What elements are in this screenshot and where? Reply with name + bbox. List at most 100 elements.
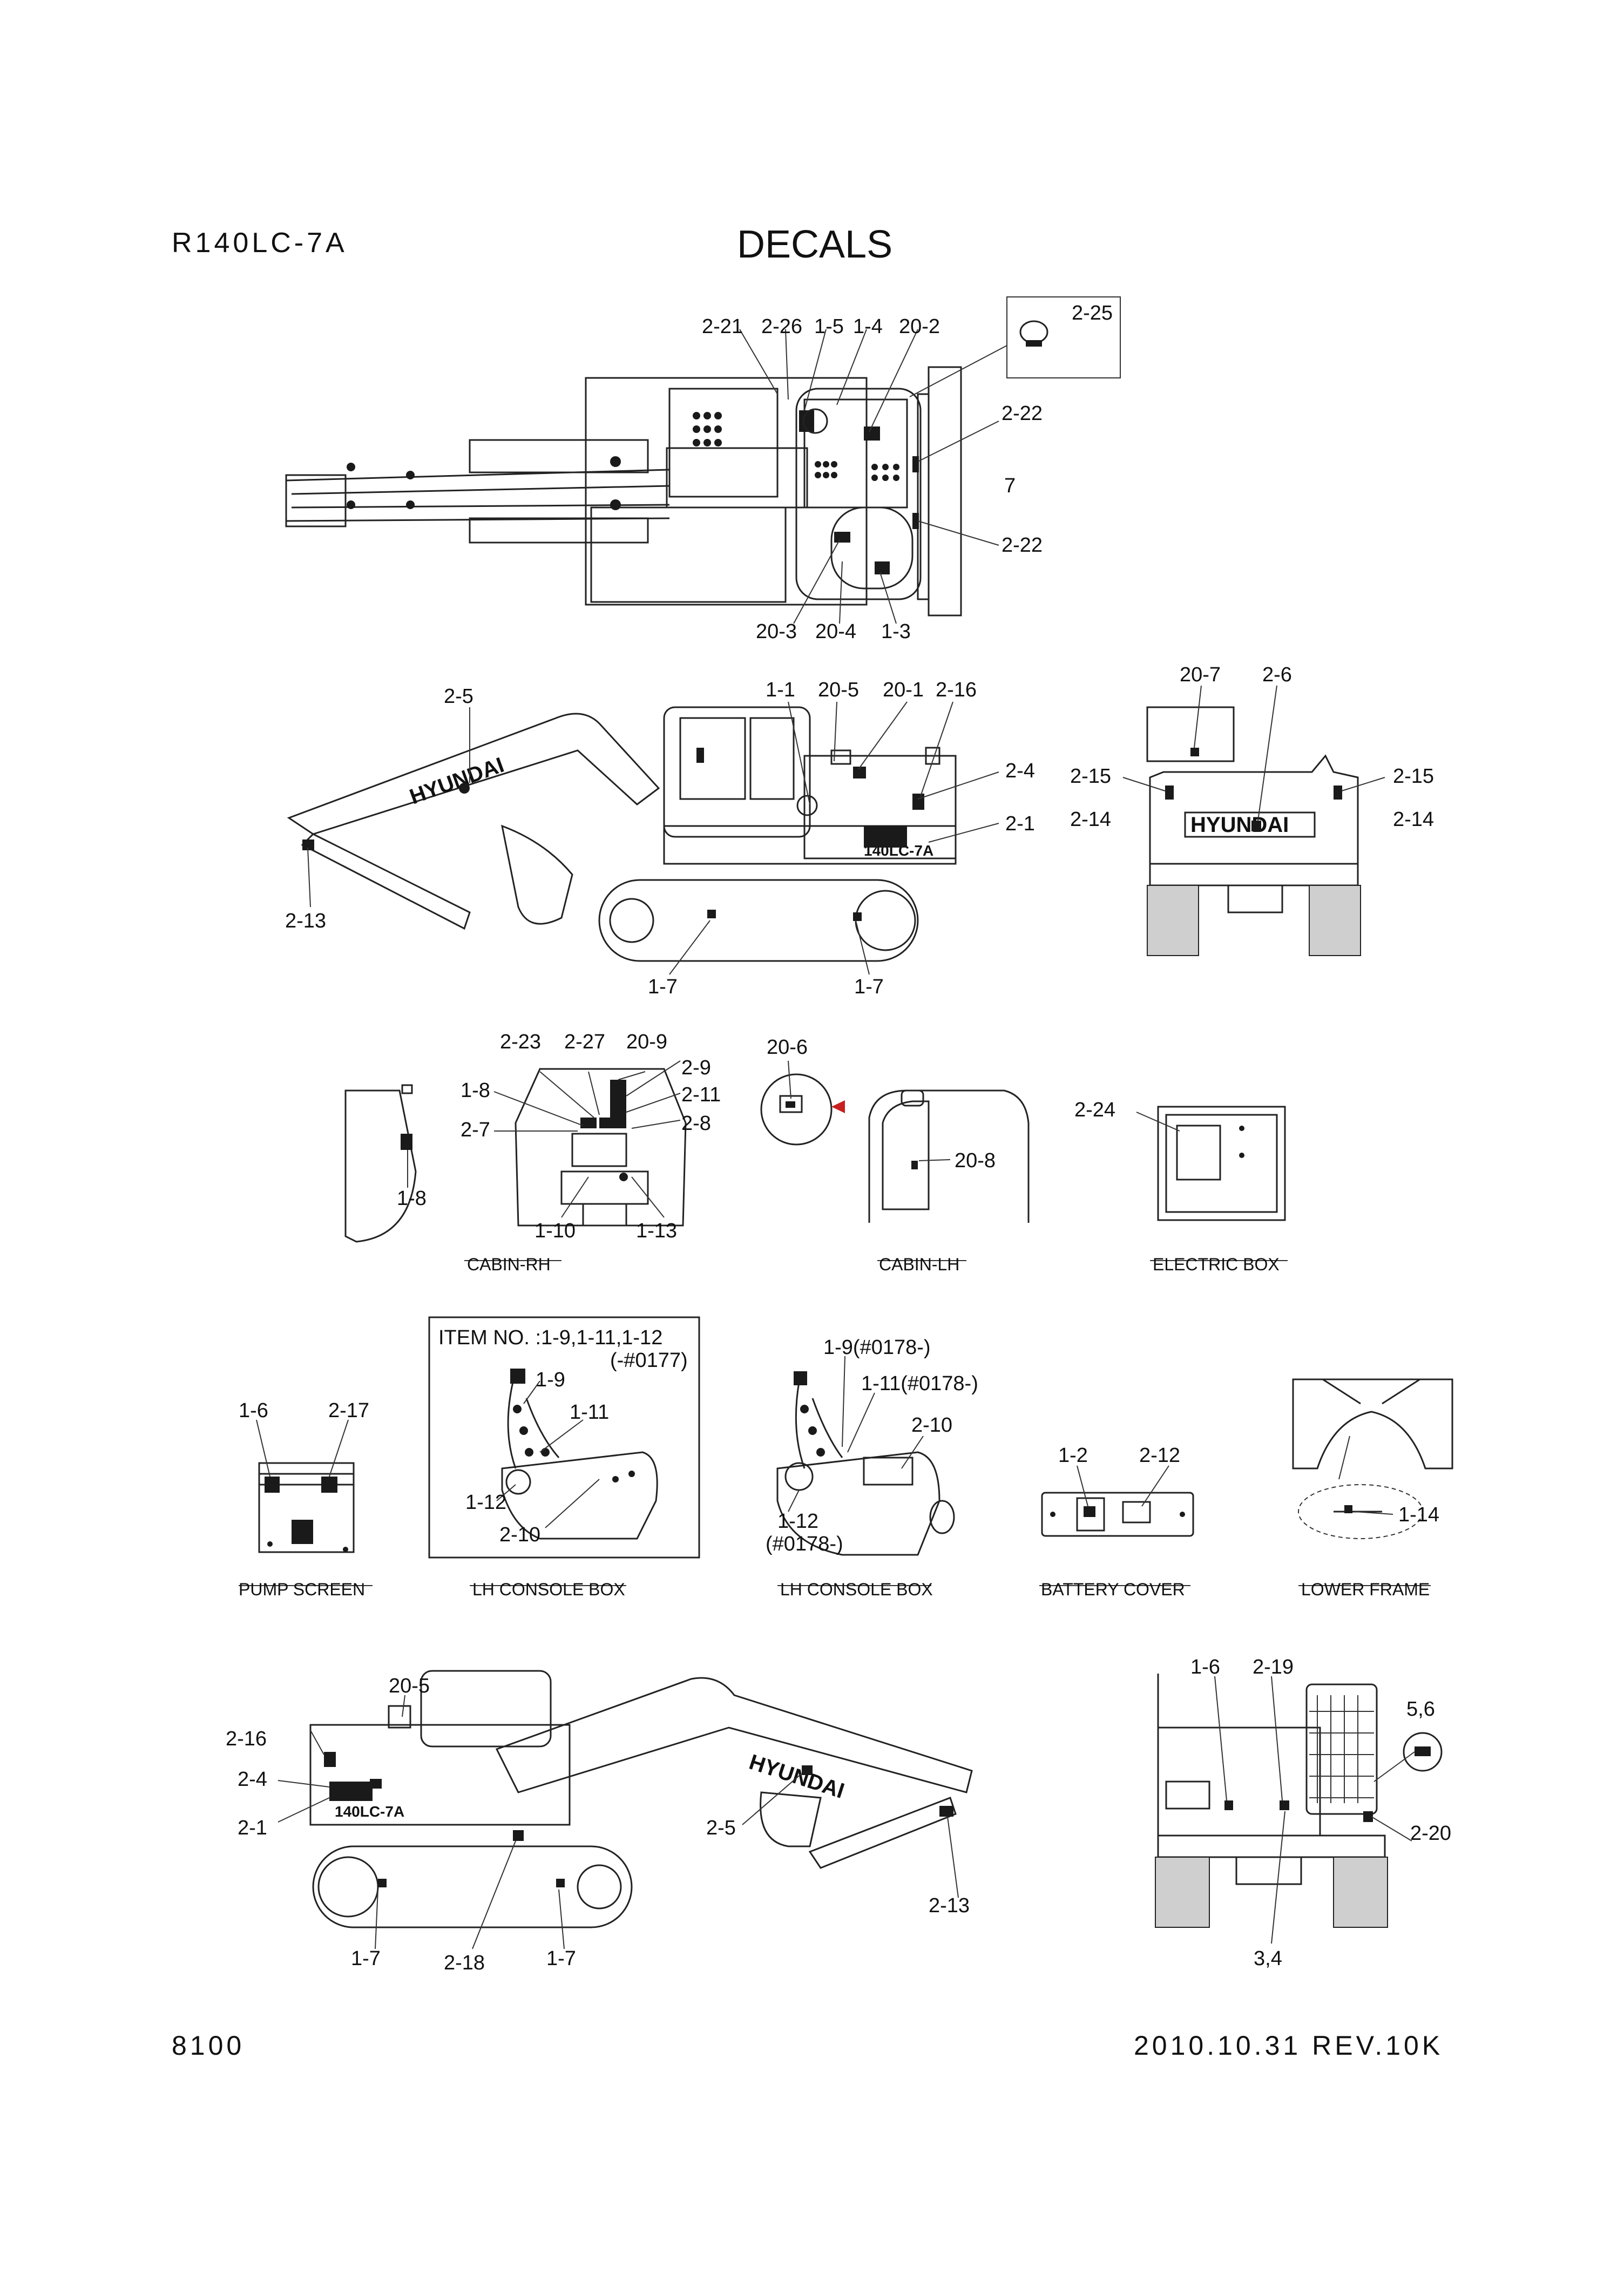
label-2-4-b: 2-4 bbox=[238, 1768, 267, 1791]
label-2-12: 2-12 bbox=[1139, 1444, 1180, 1467]
label-1-6: 1-6 bbox=[239, 1399, 268, 1422]
top-view-labels: 2-21 2-26 1-5 1-4 20-2 2-25 2-22 7 2-22 … bbox=[702, 302, 1113, 643]
label-2-8: 2-8 bbox=[681, 1112, 711, 1135]
lower-frame-caption: LOWER FRAME bbox=[1301, 1580, 1430, 1599]
label-20-8: 20-8 bbox=[955, 1149, 996, 1172]
label-1-2: 1-2 bbox=[1058, 1444, 1088, 1467]
label-20-1: 20-1 bbox=[883, 679, 924, 701]
label-2-24: 2-24 bbox=[1074, 1099, 1115, 1121]
label-1-13: 1-13 bbox=[636, 1220, 677, 1242]
cabin-lh-caption: CABIN-LH bbox=[879, 1255, 959, 1274]
label-2-5-b: 2-5 bbox=[706, 1817, 736, 1839]
label-2-5: 2-5 bbox=[444, 685, 473, 708]
label-2-10-a: 2-10 bbox=[499, 1524, 540, 1546]
label-20-3: 20-3 bbox=[756, 620, 797, 643]
label-2-6: 2-6 bbox=[1262, 663, 1292, 686]
label-20-2: 20-2 bbox=[899, 315, 940, 338]
cabin-rh-detail bbox=[344, 1060, 687, 1261]
label-1-11-a: 1-11 bbox=[570, 1401, 609, 1424]
label-2-14-r: 2-14 bbox=[1393, 808, 1434, 831]
label-1-7-c: 1-7 bbox=[351, 1947, 381, 1970]
label-2-20: 2-20 bbox=[1410, 1822, 1451, 1845]
page-number: 8100 bbox=[172, 2030, 245, 2061]
battery-cover-labels: 1-2 2-12 BATTERY COVER bbox=[1041, 1444, 1185, 1599]
label-1-8-b: 1-8 bbox=[461, 1079, 490, 1102]
rear-view-labels: 20-7 2-6 2-15 2-15 2-14 2-14 bbox=[1070, 663, 1434, 831]
label-2-4: 2-4 bbox=[1005, 760, 1035, 782]
lower-frame-labels: 1-14 LOWER FRAME bbox=[1301, 1504, 1439, 1599]
battery-cover-detail bbox=[1039, 1465, 1194, 1586]
label-5-6: 5,6 bbox=[1406, 1698, 1435, 1721]
label-1-5: 1-5 bbox=[814, 315, 844, 338]
label-2-18: 2-18 bbox=[444, 1952, 485, 1974]
label-2-1: 2-1 bbox=[1005, 813, 1035, 835]
label-1-6-b: 1-6 bbox=[1190, 1656, 1220, 1678]
console-a-labels: ITEM NO. :1-9,1-11,1-12 (-#0177) 1-9 1-1… bbox=[438, 1326, 688, 1599]
label-2-13-b: 2-13 bbox=[929, 1894, 970, 1917]
cabin-rh-caption: CABIN-RH bbox=[467, 1255, 551, 1274]
label-1-7-a: 1-7 bbox=[648, 976, 678, 998]
label-1-11-b: 1-11(#0178-) bbox=[861, 1372, 978, 1395]
side-view-left: HYUNDAI 140LC-7A bbox=[287, 701, 999, 975]
label-20-9: 20-9 bbox=[626, 1031, 667, 1053]
rear-brand-text: HYUNDAI bbox=[1190, 813, 1289, 837]
label-2-22-a: 2-22 bbox=[1002, 402, 1043, 425]
electric-box-detail bbox=[1136, 1106, 1288, 1261]
battery-cover-caption: BATTERY COVER bbox=[1041, 1580, 1185, 1599]
label-2-16: 2-16 bbox=[936, 679, 977, 701]
label-20-5-b: 20-5 bbox=[389, 1675, 430, 1697]
label-2-27: 2-27 bbox=[564, 1031, 605, 1053]
rear-view-open bbox=[1155, 1674, 1443, 1944]
label-2-15-l: 2-15 bbox=[1070, 765, 1111, 788]
label-2-1-b: 2-1 bbox=[238, 1817, 267, 1839]
label-20-6: 20-6 bbox=[767, 1036, 808, 1059]
rear-view: HYUNDAI bbox=[1122, 685, 1385, 956]
label-20-5: 20-5 bbox=[818, 679, 859, 701]
label-2-26: 2-26 bbox=[761, 315, 802, 338]
label-1-1: 1-1 bbox=[766, 679, 795, 701]
label-3-4: 3,4 bbox=[1254, 1947, 1282, 1970]
console-a-heading-1: ITEM NO. :1-9,1-11,1-12 bbox=[438, 1326, 662, 1349]
console-b-caption: LH CONSOLE BOX bbox=[780, 1580, 933, 1599]
cabin-lh-labels: 20-6 20-8 CABIN-LH bbox=[767, 1036, 996, 1274]
label-2-19: 2-19 bbox=[1253, 1656, 1294, 1678]
top-view-excavator bbox=[285, 296, 1121, 624]
label-1-8-a: 1-8 bbox=[397, 1187, 427, 1210]
side-view-right: HYUNDAI 140LC-7A bbox=[278, 1670, 973, 1949]
model-number: R140LC-7A bbox=[172, 227, 348, 259]
console-a-caption: LH CONSOLE BOX bbox=[472, 1580, 625, 1599]
page-title: DECALS bbox=[737, 223, 893, 266]
label-2-11: 2-11 bbox=[681, 1084, 721, 1106]
label-2-16-b: 2-16 bbox=[226, 1728, 267, 1750]
model-mark-right: 140LC-7A bbox=[335, 1803, 404, 1820]
lower-frame-detail bbox=[1292, 1378, 1453, 1586]
label-2-15-r: 2-15 bbox=[1393, 765, 1434, 788]
label-1-9-a: 1-9 bbox=[536, 1369, 565, 1391]
label-1-9-b: 1-9(#0178-) bbox=[823, 1336, 931, 1359]
label-2-23: 2-23 bbox=[500, 1031, 541, 1053]
label-2-21: 2-21 bbox=[702, 315, 743, 338]
label-7: 7 bbox=[1004, 475, 1016, 497]
revision-date: 2010.10.31 REV.10K bbox=[1134, 2030, 1444, 2061]
pump-screen-labels: 1-6 2-17 PUMP SCREEN bbox=[239, 1399, 369, 1599]
pump-screen-detail bbox=[239, 1419, 373, 1586]
console-a-heading-2: (-#0177) bbox=[610, 1349, 688, 1372]
brand-text: HYUNDAI bbox=[407, 753, 507, 809]
label-2-10-b: 2-10 bbox=[911, 1414, 952, 1437]
label-20-4: 20-4 bbox=[815, 620, 856, 643]
label-1-10: 1-10 bbox=[534, 1220, 576, 1242]
console-b-detail bbox=[776, 1356, 955, 1586]
label-2-17: 2-17 bbox=[328, 1399, 369, 1422]
label-2-7: 2-7 bbox=[461, 1119, 490, 1141]
label-2-25: 2-25 bbox=[1072, 302, 1113, 324]
label-1-7-b: 1-7 bbox=[854, 976, 884, 998]
label-2-22-b: 2-22 bbox=[1002, 534, 1043, 557]
label-1-14: 1-14 bbox=[1398, 1504, 1439, 1526]
label-1-12-b: 1-12 bbox=[777, 1510, 818, 1533]
label-1-3: 1-3 bbox=[881, 620, 911, 643]
label-20-7: 20-7 bbox=[1180, 663, 1221, 686]
side-view-right-labels: 20-5 2-16 2-4 2-1 2-5 2-13 1-7 2-18 1-7 bbox=[226, 1675, 970, 1974]
electric-box-caption: ELECTRIC BOX bbox=[1153, 1255, 1280, 1274]
label-1-12-b-note: (#0178-) bbox=[766, 1533, 843, 1555]
